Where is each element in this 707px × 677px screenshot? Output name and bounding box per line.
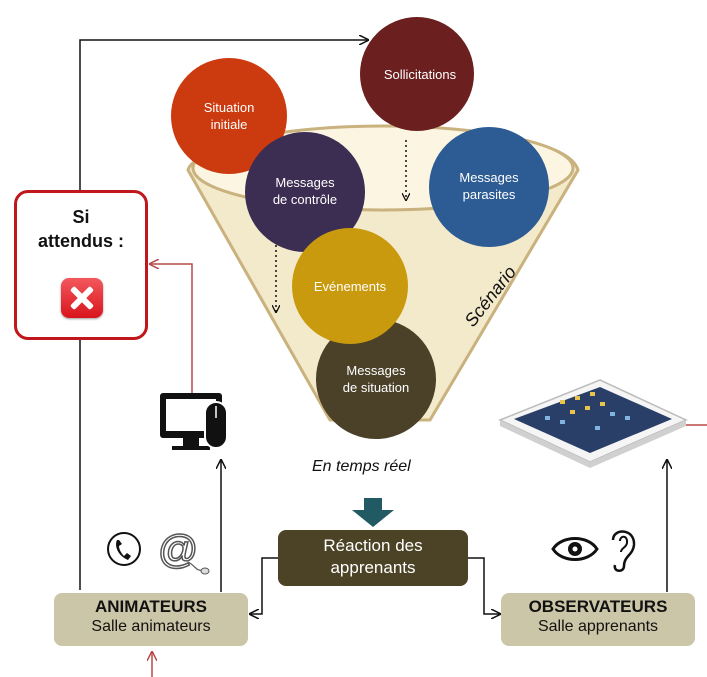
reaction-line2: apprenants xyxy=(330,558,416,577)
animateurs-title: ANIMATEURS xyxy=(94,597,208,616)
x-close-icon xyxy=(61,278,103,318)
si-attendus-box: Si attendus : xyxy=(14,190,148,340)
circle-evenements: Evénements xyxy=(292,228,408,344)
circle-text-sollicitations: Sollicitations xyxy=(384,67,457,82)
computer-to-si-arrow xyxy=(150,264,193,395)
reaction-to-observateurs-arrow xyxy=(468,557,500,614)
phone-icon xyxy=(107,532,141,566)
circle-text-evenements: Evénements xyxy=(314,279,387,294)
top-flow-arrow xyxy=(79,40,368,590)
observateurs-subtitle: Salle apprenants xyxy=(537,618,659,635)
tablet-icon xyxy=(498,379,688,468)
observateurs-box: OBSERVATEURS Salle apprenants xyxy=(501,593,695,646)
at-mouse-icon: @ xyxy=(157,527,210,575)
eye-icon xyxy=(551,537,599,561)
reaction-to-animateurs-arrow xyxy=(250,557,278,614)
animateurs-subtitle: Salle animateurs xyxy=(91,618,211,635)
computer-mouse-icon xyxy=(160,393,228,450)
si-attendus-text: Si attendus : xyxy=(17,205,145,253)
realtime-label: En temps réel xyxy=(312,458,411,475)
observateurs-title: OBSERVATEURS xyxy=(528,597,668,616)
animateurs-box: ANIMATEURS Salle animateurs xyxy=(54,593,248,646)
down-arrow-icon xyxy=(352,498,394,527)
reaction-box: Réaction des apprenants xyxy=(278,530,468,586)
si-line2: attendus : xyxy=(37,231,124,251)
circle-sollicitations: Sollicitations xyxy=(360,17,474,131)
reaction-line1: Réaction des xyxy=(323,536,423,555)
si-line1: Si xyxy=(72,207,90,227)
ear-icon xyxy=(611,530,636,572)
